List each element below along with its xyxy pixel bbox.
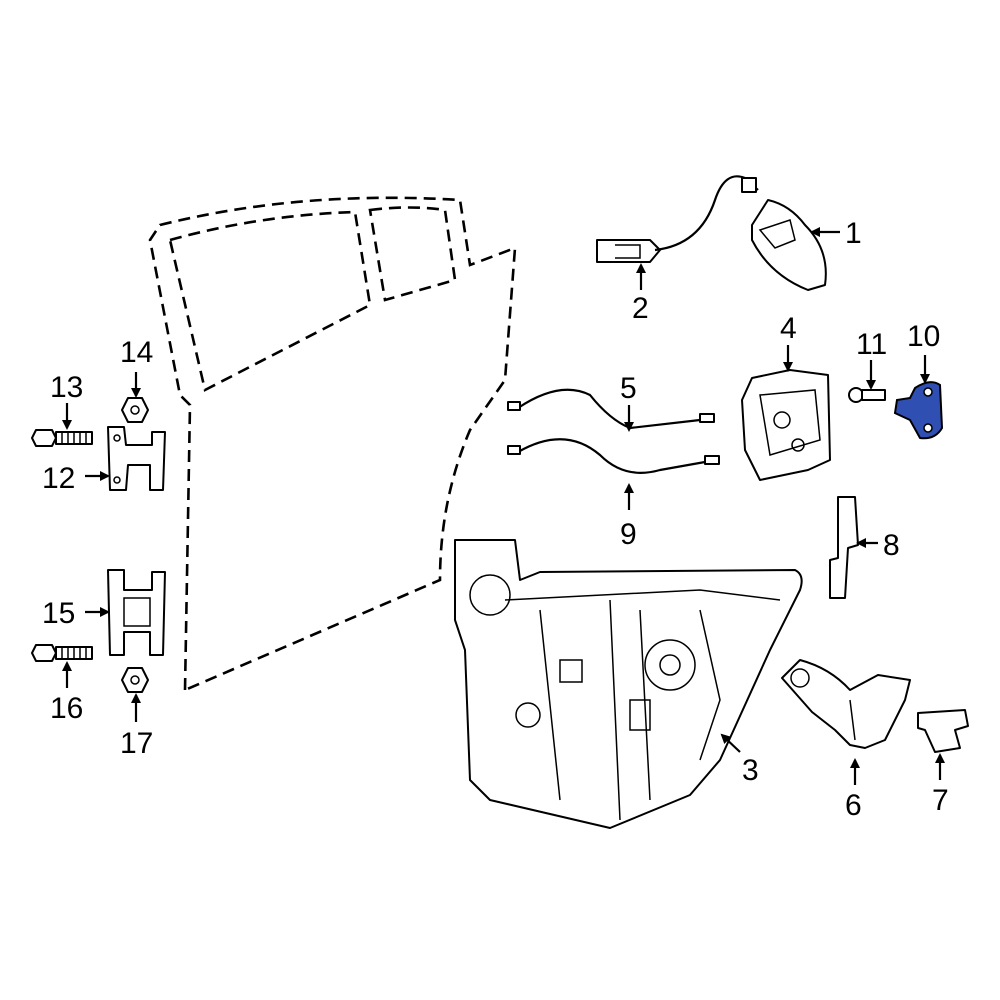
part-5-rod[interactable] <box>507 388 715 430</box>
callout-7: 7 <box>932 784 949 817</box>
part-12-upper-hinge[interactable] <box>107 426 166 491</box>
callout-15: 15 <box>42 597 75 630</box>
callout-2: 2 <box>632 292 649 325</box>
door-outline <box>148 196 517 692</box>
callout-13: 13 <box>50 371 83 404</box>
callout-arrows <box>62 227 945 785</box>
part-3-regulator-plate[interactable] <box>454 539 803 829</box>
callout-8: 8 <box>883 529 900 562</box>
part-9-rod[interactable] <box>507 438 720 474</box>
part-7-clip[interactable] <box>917 709 969 753</box>
callout-9: 9 <box>620 518 637 551</box>
part-11-striker-bolt[interactable] <box>848 387 886 403</box>
part-2-handle-cable[interactable] <box>596 175 759 263</box>
callout-10: 10 <box>907 320 940 353</box>
callout-14: 14 <box>120 336 153 369</box>
callout-6: 6 <box>845 789 862 822</box>
part-17-nut[interactable] <box>121 667 149 693</box>
callout-17: 17 <box>120 727 153 760</box>
callout-4: 4 <box>780 312 797 345</box>
callout-16: 16 <box>50 692 83 725</box>
part-1-outside-handle[interactable] <box>751 199 827 291</box>
part-6-bracket[interactable] <box>781 659 911 749</box>
part-4-door-latch[interactable] <box>741 369 831 481</box>
callout-labels: 1 2 3 4 5 6 7 8 9 10 11 12 13 14 15 16 1… <box>42 217 949 822</box>
part-8-seal-strip[interactable] <box>829 496 859 599</box>
part-10-striker[interactable] <box>893 381 944 440</box>
part-14-nut[interactable] <box>121 397 149 423</box>
part-16-bolt[interactable] <box>31 644 93 662</box>
part-15-lower-hinge[interactable] <box>107 569 166 656</box>
callout-5: 5 <box>620 372 637 405</box>
callout-3: 3 <box>742 754 759 787</box>
callout-1: 1 <box>845 217 862 250</box>
callout-11: 11 <box>856 328 887 361</box>
part-13-bolt[interactable] <box>31 429 93 447</box>
callout-12: 12 <box>42 462 75 495</box>
